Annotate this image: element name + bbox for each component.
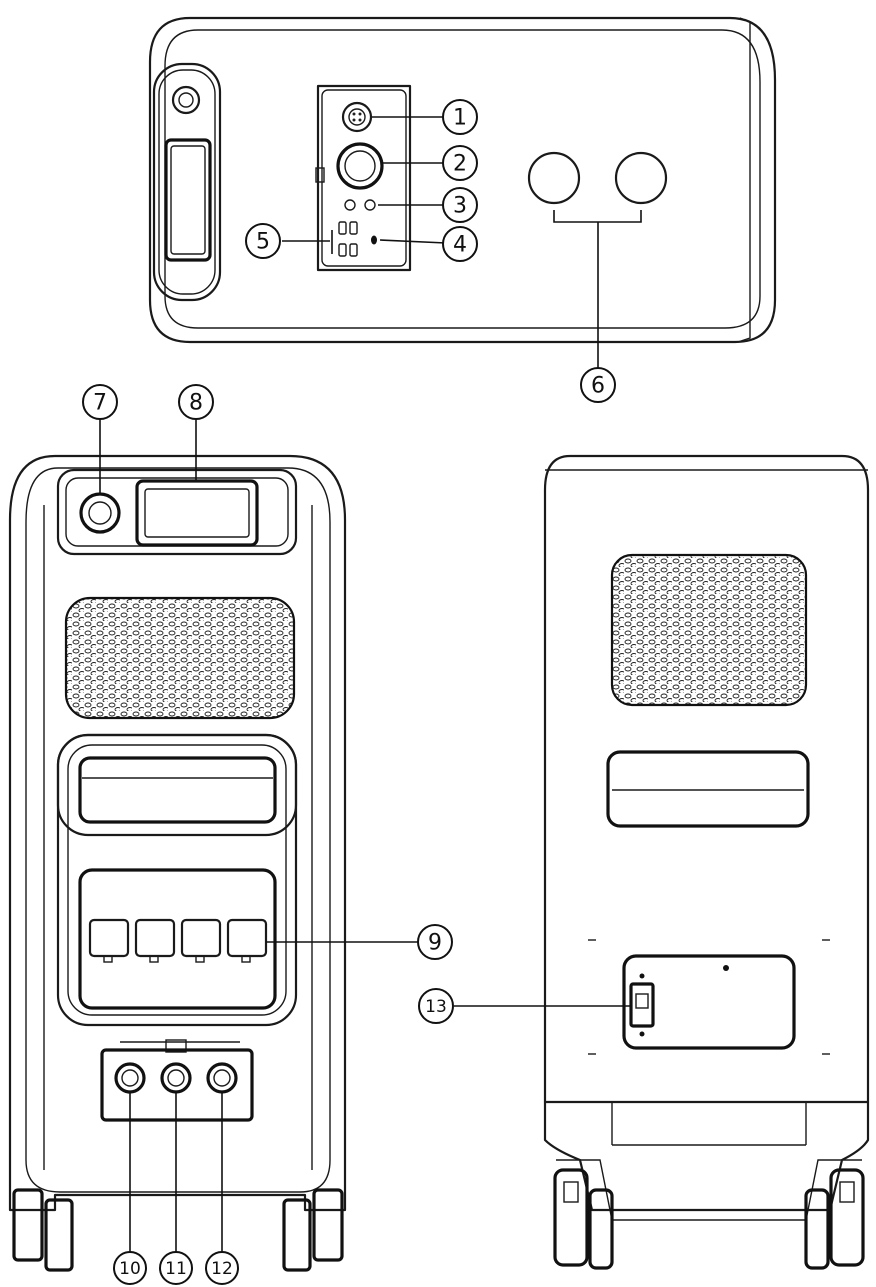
top-view xyxy=(148,16,777,370)
callout-6-label: 6 xyxy=(591,374,605,399)
callout-10-label: 10 xyxy=(119,1259,141,1279)
callout-1-label: 1 xyxy=(453,106,467,131)
callout-9-label: 9 xyxy=(428,931,442,956)
breaker-switch-icon xyxy=(629,982,655,1028)
back-base xyxy=(543,1100,870,1270)
callout-10: 10 xyxy=(113,1251,147,1285)
callout-5-label: 5 xyxy=(256,230,270,255)
callout-8-label: 8 xyxy=(189,391,203,416)
power-button-icon xyxy=(79,492,121,534)
callout-12: 12 xyxy=(205,1251,239,1285)
back-grille xyxy=(610,553,808,707)
callout-3: 3 xyxy=(442,187,478,223)
back-switch-panel xyxy=(622,954,796,1050)
callout-7: 7 xyxy=(82,384,118,420)
front-central-panel xyxy=(56,733,298,1027)
callout-6: 6 xyxy=(580,367,616,403)
callout-2-label: 2 xyxy=(453,152,467,177)
callout-13: 13 xyxy=(418,988,454,1024)
front-bottom-ports xyxy=(100,1039,254,1122)
display-screen xyxy=(135,479,259,547)
callout-13-label: 13 xyxy=(425,997,447,1017)
top-outlet-left xyxy=(527,151,581,205)
front-view xyxy=(8,414,418,1272)
callout-3-label: 3 xyxy=(453,194,467,219)
top-port-panel xyxy=(315,84,412,272)
top-outlet-right xyxy=(614,151,668,205)
front-control-panel xyxy=(56,468,298,556)
callout-2: 2 xyxy=(442,145,478,181)
ac-outlet-covers xyxy=(88,918,268,963)
callout-1: 1 xyxy=(442,99,478,135)
callout-12-label: 12 xyxy=(211,1259,233,1279)
top-handle-section xyxy=(152,62,222,302)
callout-8: 8 xyxy=(178,384,214,420)
front-grille xyxy=(64,596,296,720)
callout-11-label: 11 xyxy=(165,1259,187,1279)
callout-4-label: 4 xyxy=(453,233,467,258)
callout-11: 11 xyxy=(159,1251,193,1285)
callout-5: 5 xyxy=(245,223,281,259)
callout-9: 9 xyxy=(417,924,453,960)
front-wheels xyxy=(12,1188,344,1272)
callout-7-label: 7 xyxy=(93,391,107,416)
back-handle xyxy=(606,750,810,828)
callout-4: 4 xyxy=(442,226,478,262)
back-view xyxy=(454,454,870,1270)
